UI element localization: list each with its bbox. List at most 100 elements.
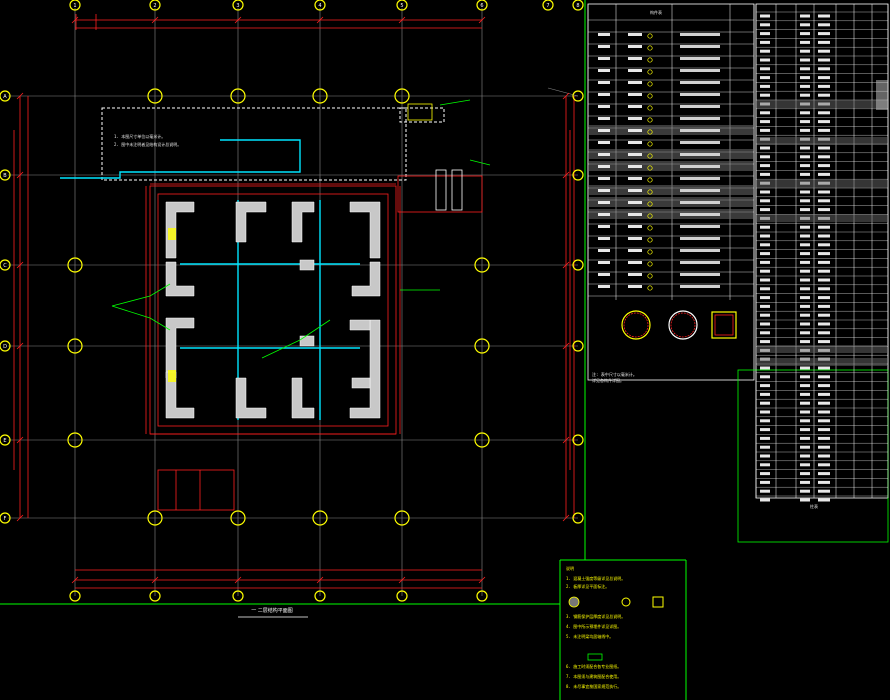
rtable-cell-text	[760, 172, 770, 176]
axis-label-left: E	[3, 438, 6, 444]
rtable-cell-text	[800, 366, 810, 370]
rtable-cell-text	[818, 93, 830, 97]
schedule-note-2: 详见各构件详图。	[592, 377, 624, 383]
rtable-cell-text	[800, 23, 810, 27]
schedule-row-highlight	[589, 149, 753, 159]
schedule-cell-text	[680, 189, 720, 192]
schedule-cell-text	[680, 33, 720, 36]
schedule-symbol	[647, 285, 653, 291]
rtable-cell-text	[818, 278, 830, 282]
axis-bubble-left	[0, 512, 11, 524]
schedule-symbol	[647, 117, 653, 123]
schedule-symbol	[647, 69, 653, 75]
schedule-cell-text	[628, 81, 642, 84]
rtable-cell-text	[818, 445, 830, 449]
dim-tick	[16, 514, 24, 522]
rtable-cell-text	[760, 32, 770, 36]
axis-label-left: C	[3, 263, 7, 269]
rtable-cell-text	[760, 489, 770, 493]
column-marker	[394, 88, 410, 104]
schedule-cell-text	[680, 117, 720, 120]
hatch-marks	[168, 228, 176, 382]
rtable-cell-text	[760, 278, 770, 282]
schedule-symbol	[647, 141, 653, 147]
pit-detail	[157, 469, 235, 511]
rtable-cell-text	[760, 76, 770, 80]
schedule-cell-text	[680, 153, 720, 156]
rtable-cell-text	[800, 472, 810, 476]
axis-bubble-left	[0, 90, 11, 102]
section-ring-outer	[668, 310, 698, 340]
core-outline	[149, 185, 397, 435]
rtable-cell-text	[760, 40, 770, 44]
rtable-cell-text	[800, 111, 810, 115]
rtable-cell-text	[800, 208, 810, 212]
schedule-cell-text	[680, 261, 720, 264]
column-marker	[312, 88, 328, 104]
schedule-cell-text	[680, 45, 720, 48]
schedule-cell-text	[598, 177, 610, 180]
rtable-cell-text	[760, 252, 770, 256]
room-note-2: 2. 图中未注明者见结构设计总说明。	[114, 141, 181, 147]
column-marker	[230, 510, 246, 526]
rtable-cell-text	[818, 252, 830, 256]
section-round-outer	[621, 310, 651, 340]
rtable-cell-text	[760, 23, 770, 27]
rtable-cell-text	[760, 375, 770, 379]
schedule-cell-text	[628, 165, 642, 168]
rtable-cell-text	[818, 49, 830, 53]
dim-tick	[562, 514, 570, 522]
schedule-cell-text	[628, 141, 642, 144]
dim-tick	[478, 576, 486, 584]
axis-bubble-top	[396, 0, 408, 11]
rtable-cell-text	[800, 146, 810, 150]
rtable-cell-text	[818, 32, 830, 36]
rtable-cell-text	[818, 313, 830, 317]
schedule-symbol	[647, 165, 653, 171]
legend-square-icon	[652, 596, 664, 608]
axis-bubble-top	[542, 0, 554, 11]
axis-label-top: 8	[576, 3, 579, 9]
rtable-cell-text	[800, 463, 810, 467]
axis-bubble-right	[572, 434, 584, 446]
schedule-cell-text	[680, 93, 720, 96]
schedule-cell-text	[628, 33, 642, 36]
dim-tick	[151, 16, 159, 24]
schedule-cell-text	[628, 201, 642, 204]
axis-bubble-left	[0, 169, 11, 181]
dim-tick	[398, 576, 406, 584]
schedule-cell-text	[598, 225, 610, 228]
column-marker	[312, 510, 328, 526]
dim-tick	[316, 576, 324, 584]
rtable-cell-text	[760, 322, 770, 326]
schedule-cell-text	[598, 261, 610, 264]
dim-tick	[16, 261, 24, 269]
schedule-row-highlight	[589, 161, 753, 171]
schedule-cell-text	[680, 69, 720, 72]
axis-grid	[8, 8, 579, 596]
rtable-cell-text	[760, 384, 770, 388]
dim-tick	[398, 16, 406, 24]
rtable-cell-text	[818, 172, 830, 176]
legend-item-2: 2. 板厚详见平面标注。	[566, 583, 609, 589]
rtable-cell-text	[800, 40, 810, 44]
dim-tick	[562, 171, 570, 179]
schedule-cell-text	[628, 93, 642, 96]
axis-bubble-left	[0, 340, 11, 352]
rtable-cell-text	[760, 392, 770, 396]
rtable-cell-text	[800, 76, 810, 80]
rtable-cell-text	[760, 401, 770, 405]
beam-lines	[60, 139, 360, 420]
legend-ring-icon	[621, 597, 631, 607]
legend-item-5: 5. 未注明梁均居轴线中。	[566, 633, 613, 639]
dim-tick	[71, 16, 79, 24]
column-marker	[147, 88, 163, 104]
legend-item-7: 7. 本图须与建筑图配合使用。	[566, 673, 621, 679]
dim-tick	[562, 436, 570, 444]
rtable-cell-text	[760, 155, 770, 159]
schedule-cell-text	[628, 237, 642, 240]
rtable-cell-text	[818, 498, 830, 502]
schedule-cell-text	[628, 177, 642, 180]
rtable-cell-text	[800, 384, 810, 388]
